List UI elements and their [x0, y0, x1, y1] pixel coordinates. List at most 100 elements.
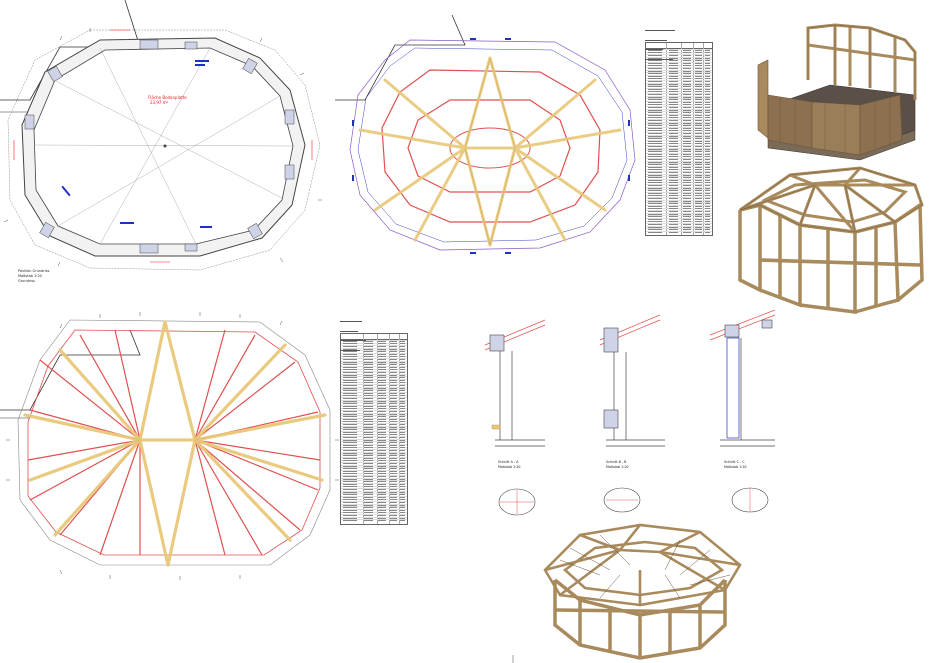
- table-cell: [364, 434, 373, 436]
- table-cell: [364, 346, 373, 347]
- table-cell: [695, 208, 702, 210]
- section-a-scale: Maßstab 1:20: [498, 465, 521, 469]
- table-cell: [400, 359, 405, 360]
- table-cell: [390, 424, 397, 425]
- table-row: [341, 360, 407, 362]
- table-row: [341, 467, 407, 469]
- table-cell: [364, 356, 373, 358]
- table-cell: [669, 130, 678, 132]
- table-cell: [669, 75, 678, 77]
- table-cell: [669, 151, 678, 153]
- table-cell: [378, 353, 386, 355]
- table-row: [341, 386, 407, 388]
- table-row: [646, 160, 712, 162]
- table-cell: [400, 509, 405, 511]
- table-cell: [378, 483, 386, 485]
- table-cell: [695, 133, 702, 134]
- cut-list-caption-top: [645, 24, 675, 63]
- table-cell: [669, 125, 678, 127]
- table-cell: [669, 166, 678, 168]
- table-cell: [669, 179, 678, 181]
- table-cell: [378, 463, 386, 464]
- table-cell: [648, 70, 662, 72]
- table-row: [341, 431, 407, 432]
- table-row: [646, 142, 712, 144]
- table-cell: [648, 203, 662, 205]
- table-cell: [364, 418, 373, 420]
- table-row: [646, 176, 712, 178]
- table-cell: [378, 450, 386, 451]
- table-cell: [364, 405, 373, 407]
- table-cell: [390, 359, 397, 360]
- table-cell: [364, 509, 373, 511]
- table-cell: [648, 52, 662, 54]
- table-cell: [683, 94, 691, 95]
- table-cell: [364, 379, 373, 381]
- table-row: [646, 137, 712, 139]
- table-cell: [378, 398, 386, 399]
- table-cell: [683, 83, 691, 85]
- table-cell: [695, 114, 702, 116]
- table-cell: [343, 489, 357, 490]
- table-row: [341, 425, 407, 427]
- table-row: [646, 197, 712, 199]
- table-cell: [390, 364, 397, 366]
- table-cell: [364, 496, 373, 498]
- table-row: [341, 410, 407, 412]
- table-cell: [683, 221, 691, 223]
- table-cell: [669, 203, 678, 205]
- table-row: [341, 506, 407, 508]
- table-cell: [400, 413, 405, 415]
- table-cell: [364, 387, 373, 389]
- table-cell: [343, 403, 357, 405]
- table-cell: [705, 192, 710, 194]
- table-cell: [705, 114, 710, 116]
- table-row: [646, 205, 712, 206]
- table-cell: [343, 361, 357, 363]
- table-row: [341, 516, 407, 518]
- table-row: [341, 454, 407, 456]
- table-cell: [390, 400, 397, 402]
- table-cell: [364, 408, 373, 410]
- table-cell: [400, 392, 405, 394]
- table-cell: [343, 416, 357, 418]
- table-row: [341, 415, 407, 417]
- table-row: [341, 511, 407, 513]
- table-cell: [390, 413, 397, 415]
- section-c-title: Schnitt C - C: [724, 460, 745, 464]
- table-cell: [390, 450, 397, 451]
- table-cell: [400, 377, 405, 379]
- table-row: [646, 163, 712, 165]
- table-cell: [705, 164, 710, 166]
- table-cell: [400, 366, 405, 368]
- table-cell: [695, 62, 702, 64]
- table-cell: [378, 374, 386, 376]
- table-cell: [378, 372, 386, 373]
- table-cell: [705, 174, 710, 176]
- table-row: [646, 171, 712, 173]
- table-cell: [695, 161, 702, 163]
- table-cell: [695, 190, 702, 192]
- table-cell: [683, 96, 691, 98]
- table-cell: [364, 455, 373, 457]
- table-cell: [400, 489, 405, 490]
- table-cell: [669, 68, 678, 69]
- table-cell: [378, 509, 386, 511]
- table-cell: [695, 151, 702, 153]
- table-cell: [343, 395, 357, 397]
- table-cell: [669, 70, 678, 72]
- table-cell: [648, 198, 662, 199]
- table-cell: [695, 75, 702, 77]
- table-cell: [648, 179, 662, 181]
- table-cell: [400, 476, 405, 477]
- table-cell: [683, 159, 691, 160]
- table-cell: [343, 346, 357, 347]
- table-cell: [400, 351, 405, 353]
- table-cell: [390, 502, 397, 503]
- table-cell: [683, 218, 691, 220]
- table-cell: [343, 463, 357, 464]
- table-cell: [343, 496, 357, 498]
- table-cell: [390, 481, 397, 483]
- table-cell: [705, 70, 710, 72]
- table-cell: [695, 138, 702, 140]
